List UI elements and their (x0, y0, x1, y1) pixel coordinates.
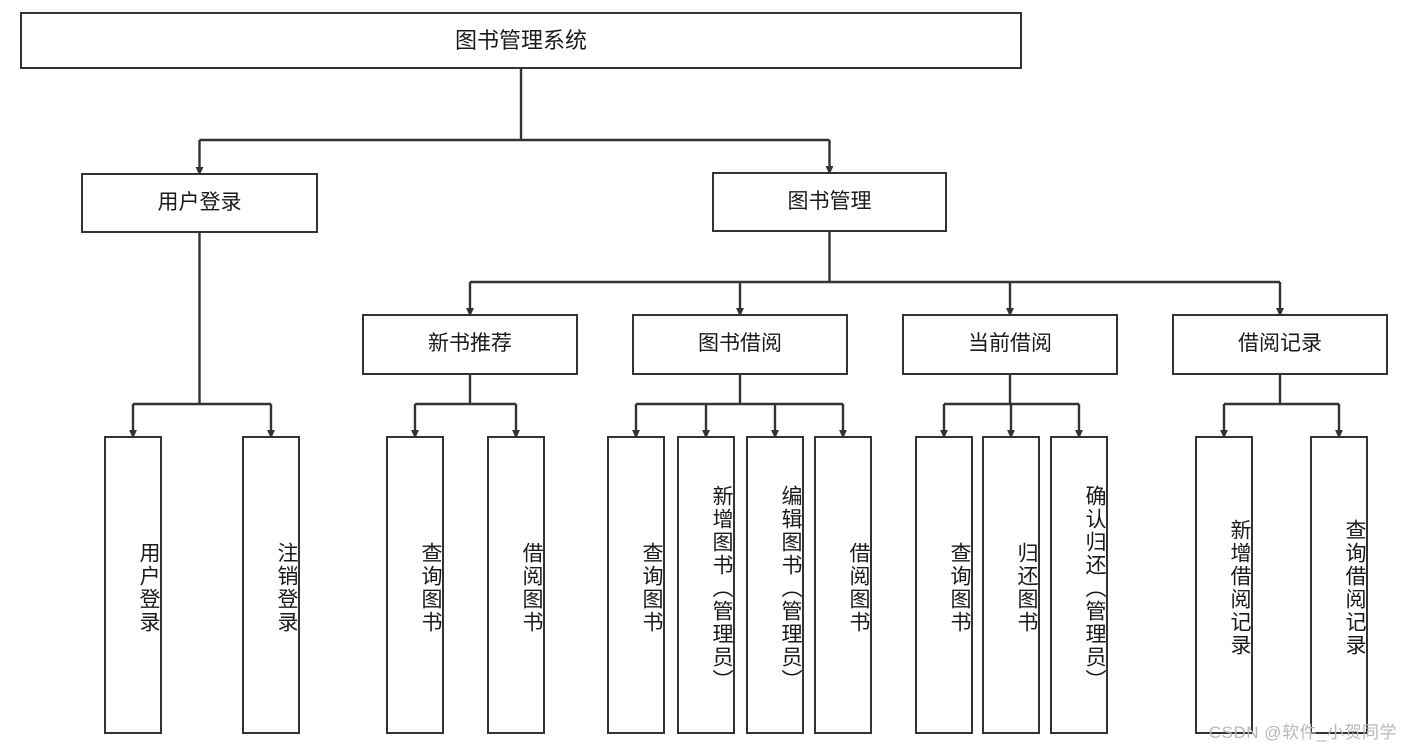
node-leaf_add_book[interactable]: 新增图书（管理员） (677, 436, 735, 734)
node-leaf_borrow_2[interactable]: 借阅图书 (814, 436, 872, 734)
node-label: 当前借阅 (968, 332, 1052, 356)
node-label: 注销登录 (275, 542, 298, 634)
node-label: 查询借阅记录 (1343, 519, 1366, 657)
node-label: 新增借阅记录 (1228, 519, 1251, 657)
node-leaf_edit_book[interactable]: 编辑图书（管理员） (746, 436, 804, 734)
node-label: 用户登录 (137, 542, 160, 634)
node-leaf_user_login[interactable]: 用户登录 (104, 436, 162, 734)
node-label: 用户登录 (157, 190, 242, 214)
node-label: 查询图书 (948, 542, 971, 634)
node-label: 新书推荐 (428, 332, 512, 356)
node-label: 图书管理 (787, 189, 872, 213)
node-leaf_query_3[interactable]: 查询图书 (915, 436, 973, 734)
node-new_book_rec[interactable]: 新书推荐 (362, 314, 578, 375)
node-current_borrow[interactable]: 当前借阅 (902, 314, 1118, 375)
node-leaf_logout[interactable]: 注销登录 (242, 436, 300, 734)
node-leaf_query_rec[interactable]: 查询借阅记录 (1310, 436, 1368, 734)
node-leaf_confirm[interactable]: 确认归还（管理员） (1050, 436, 1108, 734)
node-label: 新增图书（管理员） (710, 484, 733, 692)
node-label: 图书借阅 (698, 332, 782, 356)
node-label: 查询图书 (419, 542, 442, 634)
node-label: 查询图书 (640, 542, 663, 634)
node-leaf_return[interactable]: 归还图书 (982, 436, 1040, 734)
node-book_mgmt[interactable]: 图书管理 (712, 172, 947, 232)
node-book_borrow[interactable]: 图书借阅 (632, 314, 848, 375)
node-label: 归还图书 (1015, 542, 1038, 634)
node-borrow_record[interactable]: 借阅记录 (1172, 314, 1388, 375)
node-label: 图书管理系统 (454, 27, 587, 53)
node-label: 确认归还（管理员） (1083, 484, 1106, 692)
node-label: 借阅图书 (847, 542, 870, 634)
node-user_login[interactable]: 用户登录 (81, 173, 318, 233)
node-leaf_query_1[interactable]: 查询图书 (386, 436, 444, 734)
node-label: 编辑图书（管理员） (779, 484, 802, 692)
node-root[interactable]: 图书管理系统 (20, 12, 1022, 69)
csdn-watermark: CSDN @软件_小贺同学 (1208, 723, 1397, 742)
node-leaf_query_2[interactable]: 查询图书 (607, 436, 665, 734)
node-leaf_add_rec[interactable]: 新增借阅记录 (1195, 436, 1253, 734)
node-leaf_borrow_1[interactable]: 借阅图书 (487, 436, 545, 734)
node-label: 借阅图书 (520, 542, 543, 634)
node-label: 借阅记录 (1238, 332, 1322, 356)
